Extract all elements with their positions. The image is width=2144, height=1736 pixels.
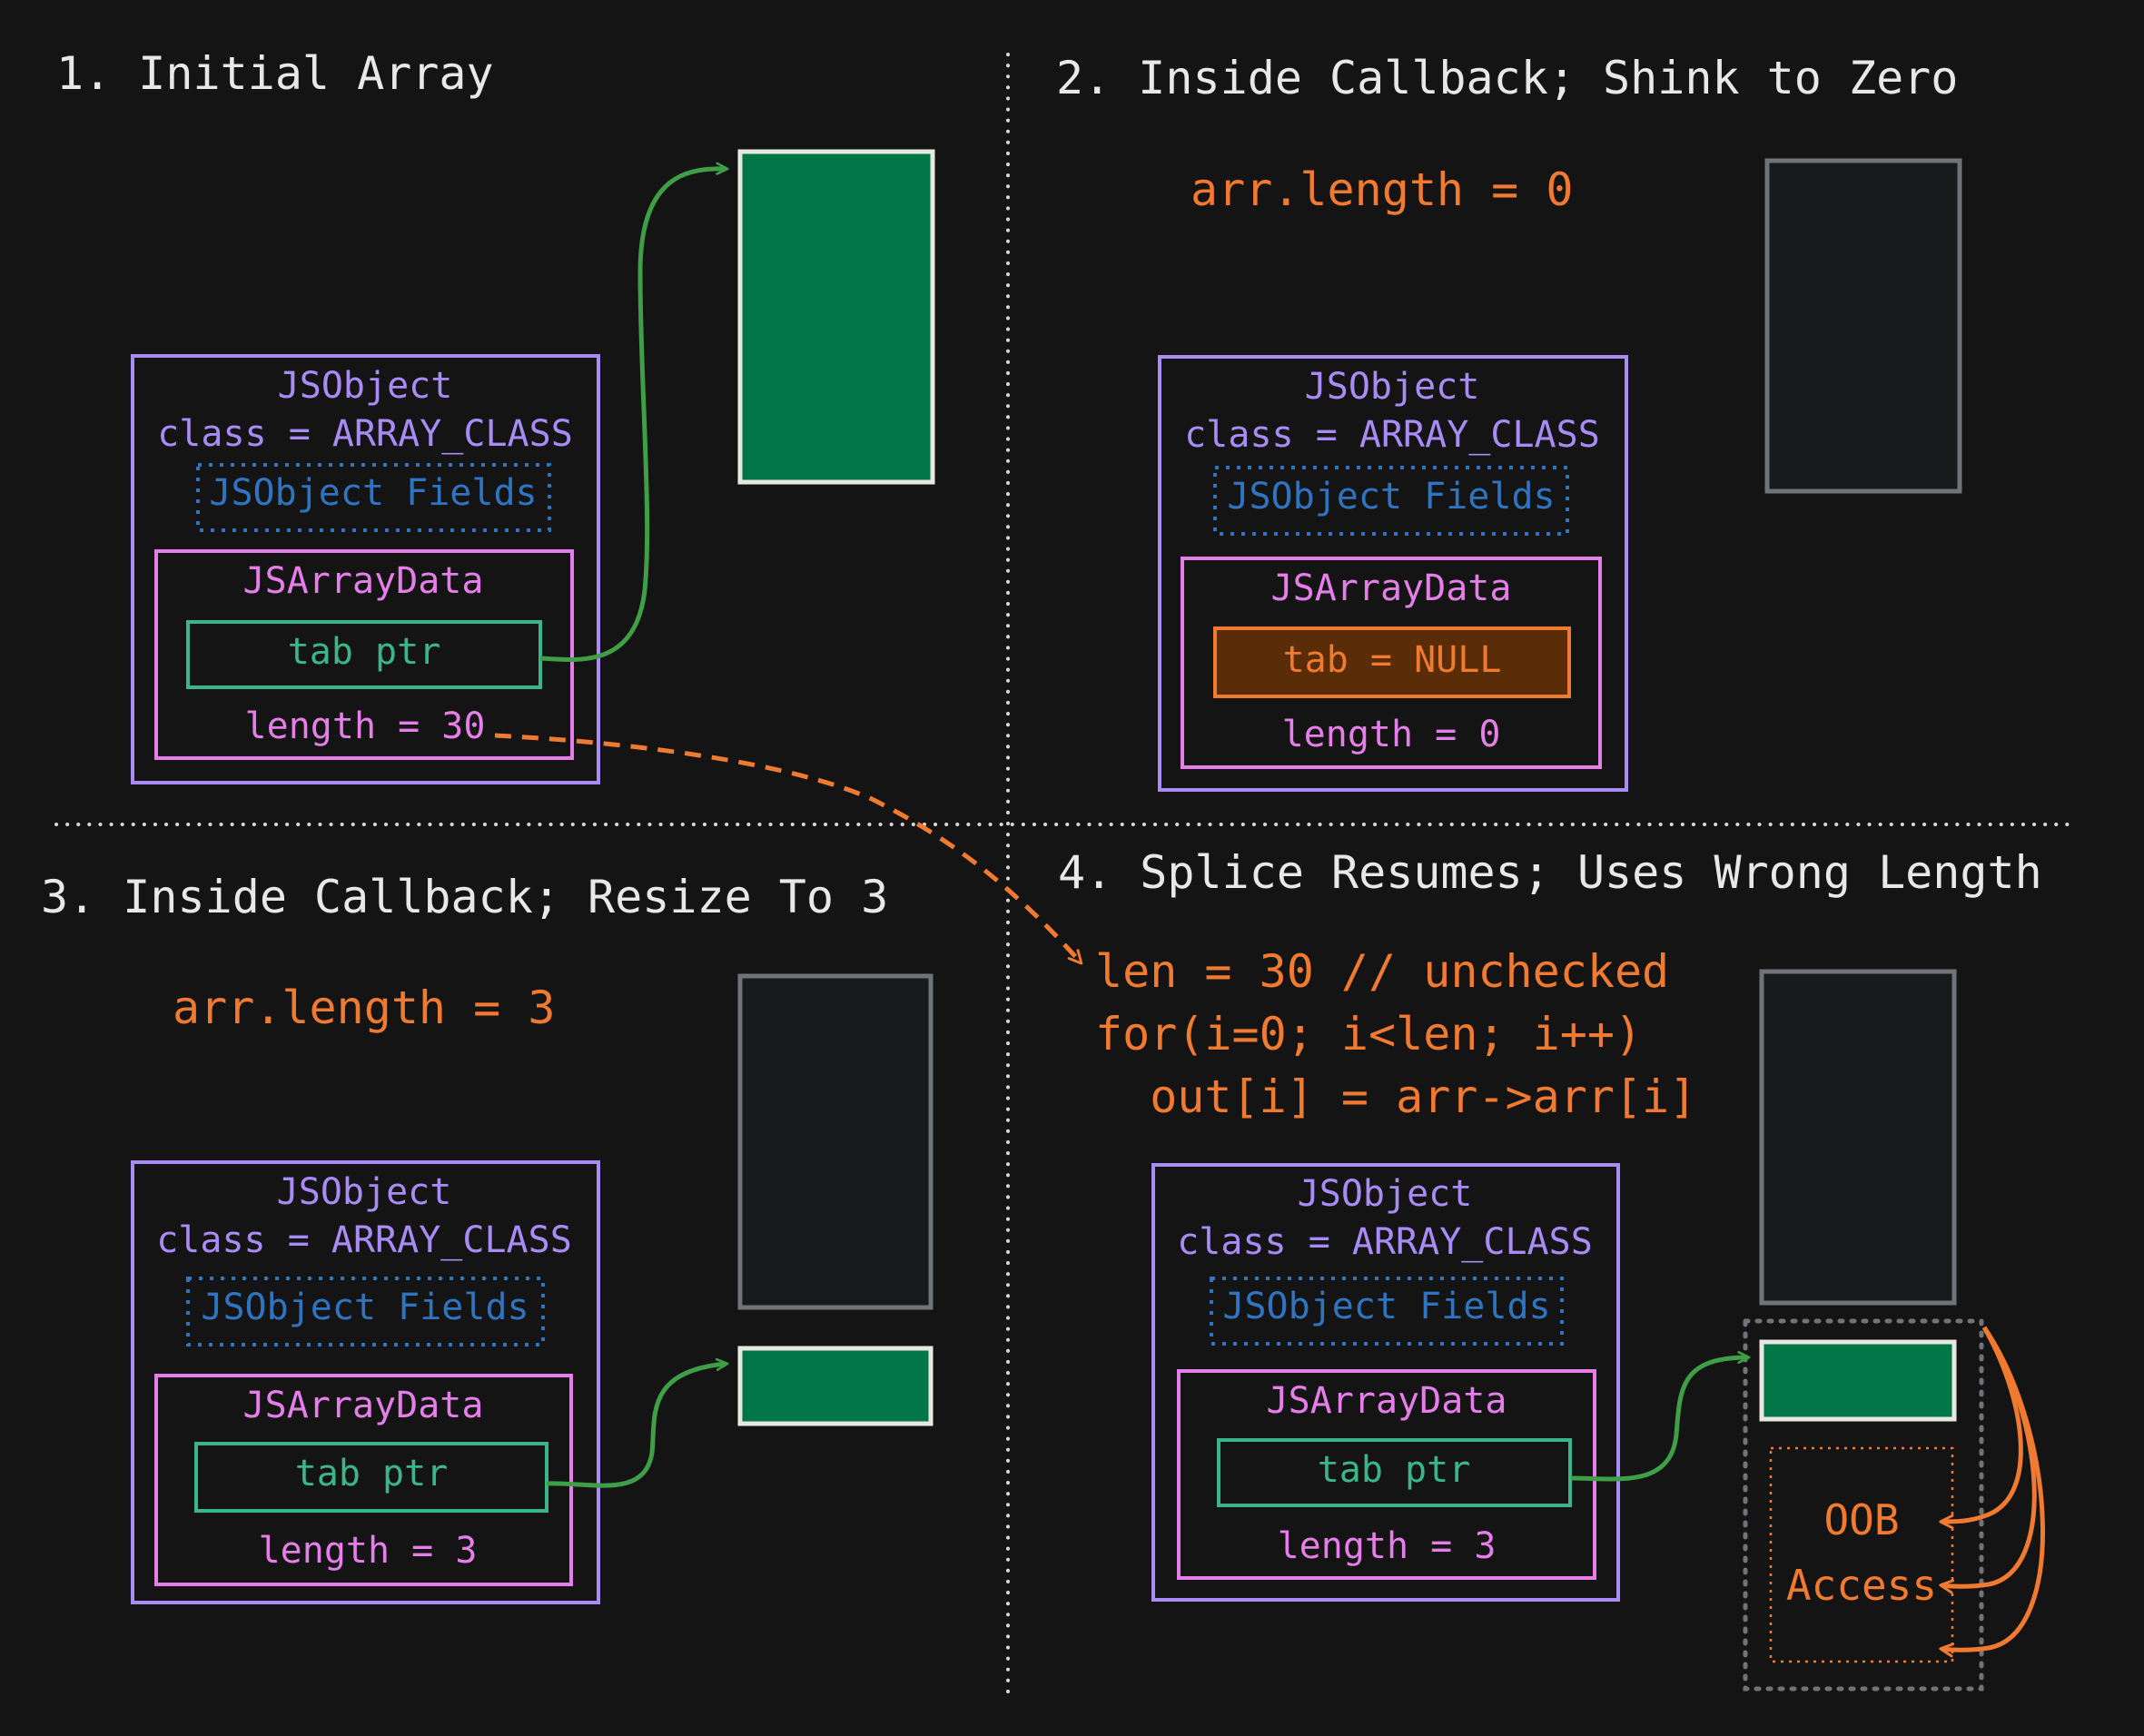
jsarraydata-box: [1181, 557, 1602, 769]
tab-box: [186, 620, 542, 689]
oob-arrow-3: [1941, 1326, 2045, 1650]
panel-4-freed-buffer: [1759, 969, 1957, 1306]
length-label: length = 3: [259, 1530, 478, 1572]
jsobject-fields-box: [1210, 1277, 1564, 1346]
jsobject-class: class = ARRAY_CLASS: [156, 1219, 572, 1261]
tab-label: tab = NULL: [1283, 639, 1502, 681]
length-label: length = 3: [1278, 1525, 1497, 1567]
jsarraydata-header: JSArrayData: [243, 1385, 484, 1426]
tab-label: tab ptr: [1318, 1449, 1471, 1491]
panel-2-title: 2. Inside Callback; Shink to Zero: [1056, 52, 1958, 104]
oob-label-line-1: OOB: [1823, 1495, 1899, 1544]
jsobject-fields-box: [1213, 466, 1569, 536]
jsarraydata-header: JSArrayData: [1267, 1380, 1507, 1422]
panel-1-buffer: [737, 149, 935, 485]
oob-label-line-2: Access: [1786, 1561, 1937, 1610]
jsobject-box: [1151, 1163, 1620, 1602]
panel-3-tab-pointer-arrow: [546, 1364, 726, 1488]
panel-4-code-line-2: for(i=0; i<len; i++): [1095, 1008, 1642, 1060]
jsobject-header: JSObject: [278, 365, 453, 407]
jsobject-fields-label: JSObject Fields: [1222, 1286, 1550, 1327]
panel-4-new-buffer: [1759, 1339, 1957, 1422]
panel-3-code-line: arr.length = 3: [173, 981, 555, 1034]
panel-4-code-line-3: out[i] = arr->arr[i]: [1095, 1070, 1696, 1123]
jsobject-fields-label: JSObject Fields: [201, 1287, 529, 1328]
jsobject-box: [131, 1160, 600, 1604]
jsobject-box: [1158, 355, 1628, 792]
panel-1-title: 1. Initial Array: [56, 47, 494, 100]
jsobject-header: JSObject: [1298, 1173, 1473, 1215]
panel-2-code-line: arr.length = 0: [1191, 163, 1573, 216]
jsobject-header: JSObject: [1305, 366, 1480, 408]
jsobject-fields-label: JSObject Fields: [1227, 476, 1555, 518]
jsobject-header: JSObject: [277, 1171, 452, 1213]
tab-box: [194, 1442, 548, 1513]
panel-3-freed-buffer: [737, 973, 934, 1310]
tab-box: [1217, 1438, 1572, 1507]
panel-3-title: 3. Inside Callback; Resize To 3: [41, 871, 888, 923]
oob-arrow-1: [1941, 1326, 2023, 1522]
panel-4-tab-pointer-arrow: [1570, 1357, 1748, 1482]
tab-null-box: [1213, 626, 1571, 698]
panel-3-new-buffer: [737, 1346, 934, 1426]
jsobject-fields-box: [196, 463, 551, 532]
panel-1-tab-pointer-arrow: [539, 169, 726, 663]
jsobject-box: [131, 354, 600, 784]
panel-2-freed-buffer: [1764, 158, 1962, 494]
tab-label: tab ptr: [295, 1453, 449, 1494]
panel-3-jsobject: JSObject class = ARRAY_CLASS JSObject Fi…: [131, 1160, 600, 1604]
jsarraydata-box: [1177, 1369, 1596, 1580]
jsarraydata-header: JSArrayData: [1271, 567, 1512, 609]
panel-4-code-line-1: len = 30 // unchecked: [1095, 945, 1669, 998]
jsobject-class: class = ARRAY_CLASS: [157, 413, 573, 455]
panel-4-title: 4. Splice Resumes; Uses Wrong Length: [1058, 846, 2042, 899]
length-label: length = 0: [1282, 714, 1501, 755]
jsobject-class: class = ARRAY_CLASS: [1184, 414, 1600, 456]
jsarraydata-header: JSArrayData: [243, 560, 484, 602]
jsarraydata-box: [154, 1374, 573, 1586]
jsobject-fields-label: JSObject Fields: [209, 472, 537, 514]
oob-access-area: [1769, 1446, 1954, 1663]
panel-2-jsobject: JSObject class = ARRAY_CLASS JSObject Fi…: [1158, 355, 1628, 792]
panel-4-oob-region: [1743, 1318, 1984, 1692]
jsobject-class: class = ARRAY_CLASS: [1177, 1221, 1593, 1263]
jsobject-fields-box: [186, 1277, 545, 1346]
length-label: length = 30: [245, 705, 486, 747]
stale-length-arrow: [494, 733, 1081, 962]
jsarraydata-box: [154, 549, 574, 760]
panel-1-jsobject: JSObject class = ARRAY_CLASS JSObject Fi…: [131, 354, 600, 784]
panel-4-jsobject: JSObject class = ARRAY_CLASS JSObject Fi…: [1151, 1163, 1620, 1602]
tab-label: tab ptr: [288, 631, 441, 673]
